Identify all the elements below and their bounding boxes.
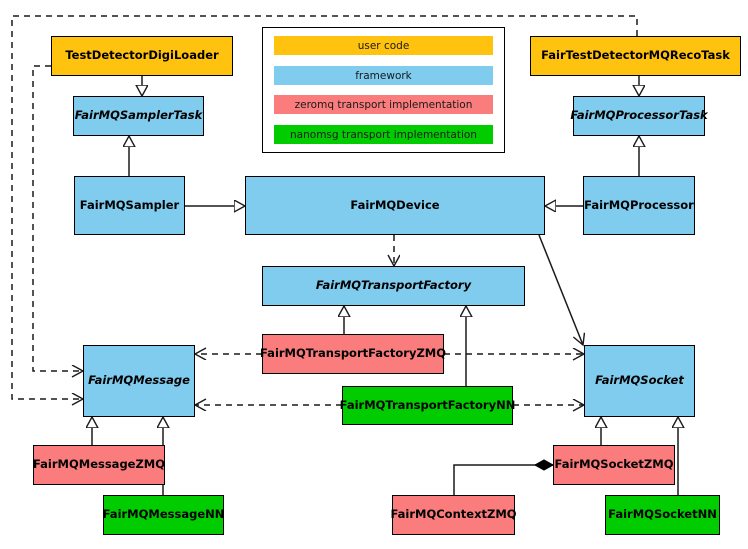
class-node-fairmqsocketzmq[interactable]: FairMQSocketZMQ [553,445,675,485]
edge-contextzmq-socketzmq [453,465,553,495]
legend-item-nanomsg: nanomsg transport implementation [274,125,493,144]
class-node-fairmqtransportfactorynn[interactable]: FairMQTransportFactoryNN [340,386,515,425]
class-node-fairmqcontextzmq[interactable]: FairMQContextZMQ [390,495,517,535]
class-node-fairmqmessagenn[interactable]: FairMQMessageNN [103,495,224,535]
legend-item-framework: framework [274,66,493,85]
class-node-fairmqprocessor[interactable]: FairMQProcessor [583,176,695,235]
class-node-fairmqsamplertask[interactable]: FairMQSamplerTask [73,96,204,136]
class-node-fairmqtransportfactory[interactable]: FairMQTransportFactory [262,266,525,306]
class-node-fairmqsocket[interactable]: FairMQSocket [584,345,695,417]
class-node-fairmqdevice[interactable]: FairMQDevice [245,176,545,235]
legend-item-zeromq: zeromq transport implementation [274,95,493,114]
edge-device-socket [538,234,583,345]
class-node-fairmqmessage[interactable]: FairMQMessage [83,345,195,417]
edge-digiloader-message [32,65,83,371]
class-node-fairmqprocessortask[interactable]: FairMQProcessorTask [570,96,708,136]
class-node-fairmqmessagezmq[interactable]: FairMQMessageZMQ [33,445,165,485]
legend-item-user-code: user code [274,36,493,55]
class-node-fairtestdetectormqrecotask[interactable]: FairTestDetectorMQRecoTask [530,36,741,76]
class-node-testdetectordigiloader[interactable]: TestDetectorDigiLoader [51,36,233,76]
edge-recotask-message [11,15,638,399]
class-node-fairmqsampler[interactable]: FairMQSampler [74,176,185,235]
class-node-fairmqtransportfactoryzmq[interactable]: FairMQTransportFactoryZMQ [260,334,446,374]
class-node-fairmqsocketnn[interactable]: FairMQSocketNN [605,495,720,535]
